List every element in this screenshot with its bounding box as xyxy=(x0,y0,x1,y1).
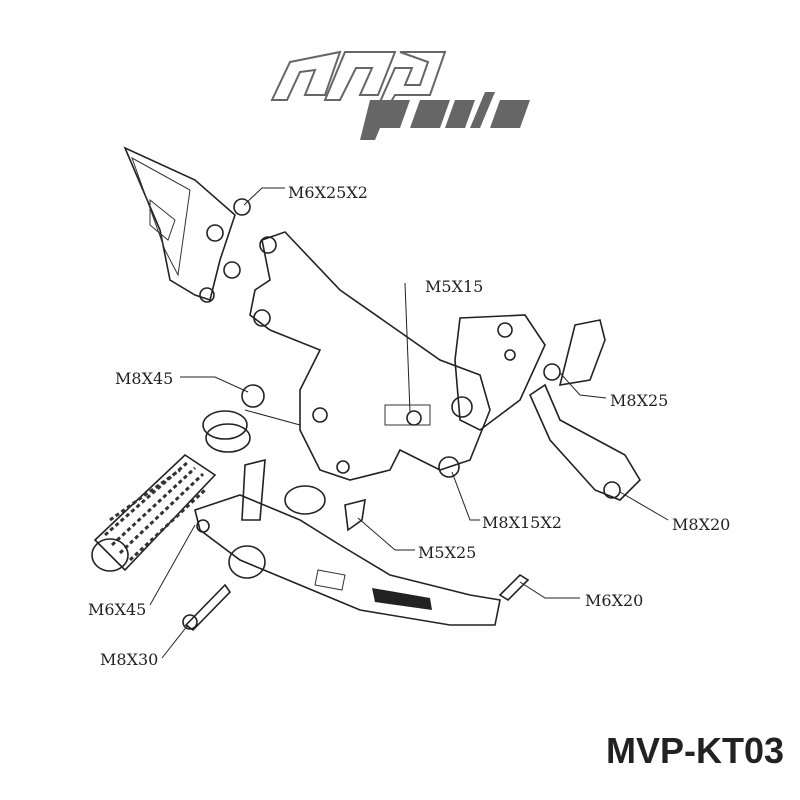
label-m8x15x2: M8X15X2 xyxy=(482,513,562,532)
label-m6x45: M6X45 xyxy=(88,600,146,619)
brake-lever xyxy=(182,485,501,632)
bushing xyxy=(202,410,251,453)
label-m5x25: M5X25 xyxy=(418,543,476,562)
mv-parts-logo xyxy=(270,50,530,140)
label-m8x25: M8X25 xyxy=(610,391,668,410)
bolts xyxy=(233,198,530,602)
shift-bracket xyxy=(454,314,546,431)
label-m8x30: M8X30 xyxy=(100,650,158,669)
footpeg xyxy=(91,453,217,572)
rearset-bracket xyxy=(249,231,491,481)
leader-lines xyxy=(149,187,669,659)
label-m6x25x2: M6X25X2 xyxy=(288,183,368,202)
label-m5x15: M5X15 xyxy=(425,277,483,296)
shift-lever xyxy=(528,319,642,501)
label-m8x20: M8X20 xyxy=(672,515,730,534)
product-code: MVP-KT03 xyxy=(606,730,784,771)
label-m6x20: M6X20 xyxy=(585,591,643,610)
label-m8x45: M8X45 xyxy=(115,369,173,388)
heel-plate xyxy=(123,146,241,303)
